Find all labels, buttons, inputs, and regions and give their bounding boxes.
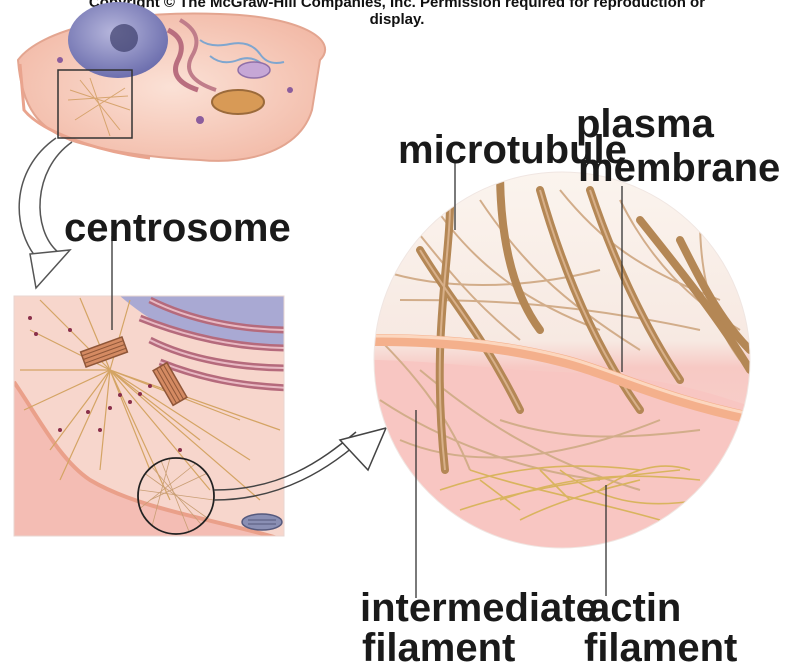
label-intermediate: intermediate bbox=[360, 588, 598, 628]
centrosome-panel bbox=[14, 296, 290, 540]
whole-cell-illustration bbox=[18, 2, 325, 161]
label-centrosome: centrosome bbox=[64, 208, 291, 248]
magnified-cytoskeleton bbox=[370, 170, 760, 560]
label-actin: actin bbox=[588, 588, 681, 628]
mitochondrion bbox=[212, 90, 264, 114]
label-actin-filament: filament bbox=[584, 628, 737, 668]
nucleolus bbox=[110, 24, 138, 52]
label-intermediate-filament: filament bbox=[362, 628, 515, 668]
label-membrane: membrane bbox=[578, 148, 780, 188]
label-plasma: plasma bbox=[576, 104, 714, 144]
